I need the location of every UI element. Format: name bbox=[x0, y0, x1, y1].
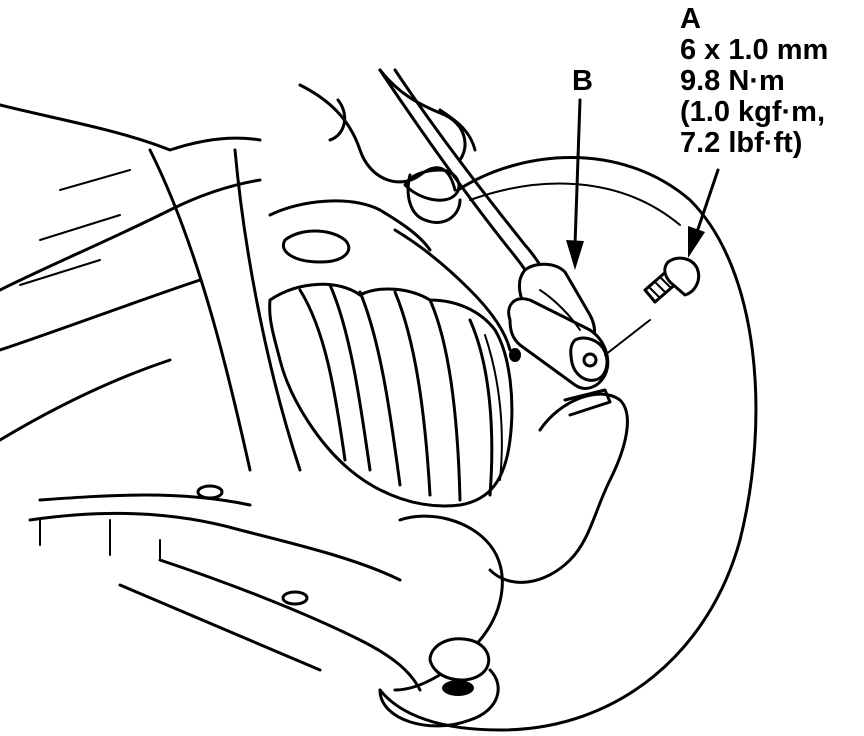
bolt bbox=[643, 256, 701, 304]
bolt-axis-line bbox=[604, 319, 651, 356]
cv-boot bbox=[268, 282, 514, 508]
knuckle-upper bbox=[268, 68, 512, 352]
leader-b bbox=[566, 98, 584, 270]
suspension-arm bbox=[0, 103, 302, 472]
lower-knuckle bbox=[378, 392, 629, 728]
hub-disc bbox=[378, 156, 758, 732]
callout-a-letter: A bbox=[680, 3, 701, 35]
callout-a-torque-nm: 9.8 N·m bbox=[680, 65, 785, 97]
callout-a-torque-kgf: (1.0 kgf·m, bbox=[680, 96, 826, 128]
callout-a-label: A 6 x 1.0 mm 9.8 N·m (1.0 kgf·m, 7.2 lbf… bbox=[680, 4, 828, 159]
callout-a-bolt-size: 6 x 1.0 mm bbox=[680, 34, 829, 66]
leader-a bbox=[688, 168, 720, 258]
sensor-bracket bbox=[507, 262, 612, 417]
callout-a-torque-lbf: 7.2 lbf·ft) bbox=[680, 127, 803, 159]
lower-control-arm bbox=[28, 484, 422, 692]
callout-b-letter: B bbox=[572, 65, 593, 97]
